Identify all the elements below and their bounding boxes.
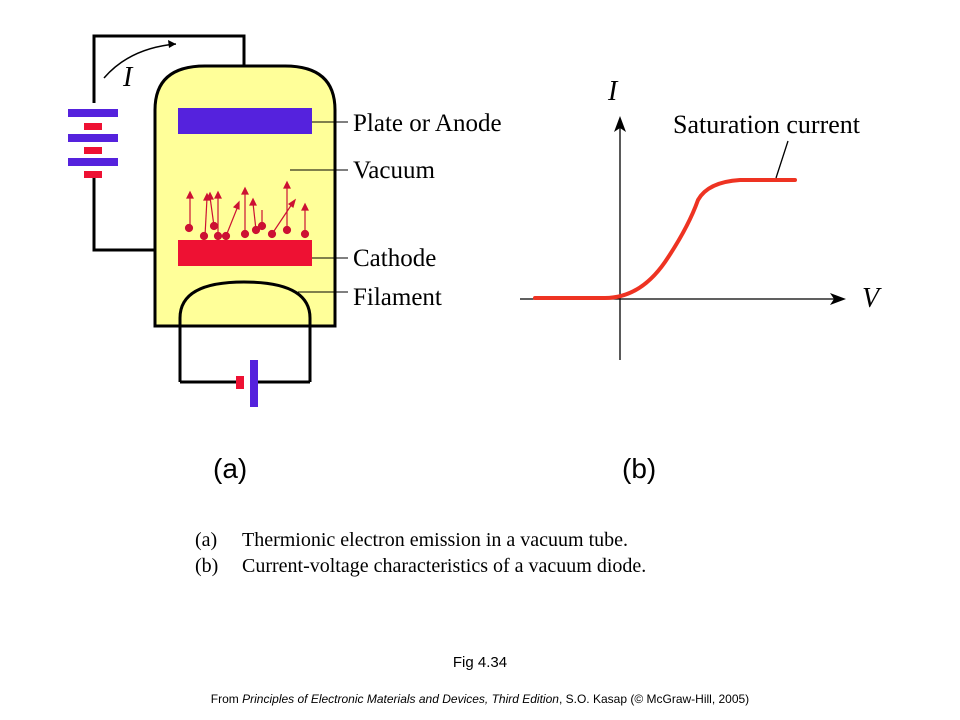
saturation-leader-line: [775, 140, 789, 179]
x-axis-label: V: [862, 283, 882, 314]
diagram-b: I V Saturation current (b): [520, 76, 882, 484]
current-arrow: [103, 43, 177, 79]
caption-item-b: (b) Current-voltage characteristics of a…: [195, 553, 646, 579]
x-axis-arrowhead: [830, 293, 846, 305]
anode-plate: [178, 108, 312, 134]
diagram-a: I: [68, 34, 502, 484]
saturation-current-label: Saturation current: [673, 110, 861, 139]
current-arrowhead: [168, 40, 176, 48]
cathode: [178, 240, 312, 266]
figure-caption: (a) Thermionic electron emission in a va…: [195, 527, 646, 579]
emitted-electrons: [184, 180, 310, 241]
source-prefix: From: [210, 692, 243, 706]
y-axis-label: I: [607, 76, 619, 107]
caption-item-a: (a) Thermionic electron emission in a va…: [195, 527, 646, 553]
cathode-label: Cathode: [353, 245, 436, 272]
figure-number: Fig 4.34: [452, 654, 508, 671]
caption-marker: (a): [195, 529, 218, 551]
plate-label: Plate or Anode: [353, 110, 502, 137]
source-suffix: , S.O. Kasap (© McGraw-Hill, 2005): [558, 692, 750, 706]
plate-battery: [68, 109, 118, 178]
y-axis-arrowhead: [614, 116, 626, 132]
panel-label-b: (b): [622, 453, 656, 484]
filament-battery: [236, 360, 258, 407]
battery-to-cathode-wire: [92, 178, 178, 252]
filament-label: Filament: [353, 284, 442, 311]
anode-circuit-wire: [92, 34, 246, 103]
source-credit: From Principles of Electronic Materials …: [0, 692, 960, 706]
caption-text: Current-voltage characteristics of a vac…: [242, 555, 647, 577]
iv-curve: [533, 178, 797, 300]
source-title: Principles of Electronic Materials and D…: [242, 692, 559, 706]
filament: [178, 280, 312, 382]
vacuum-label: Vacuum: [353, 157, 435, 184]
caption-marker: (b): [195, 555, 219, 577]
current-symbol: I: [122, 62, 134, 93]
caption-text: Thermionic electron emission in a vacuum…: [242, 529, 628, 551]
panel-label-a: (a): [213, 453, 247, 484]
